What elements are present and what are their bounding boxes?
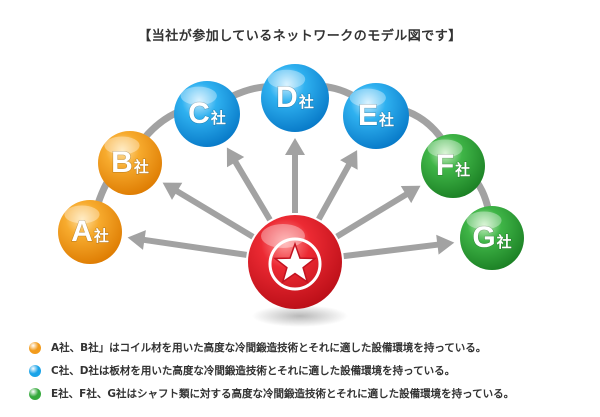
node-sphere	[98, 131, 162, 195]
node-g: G社	[460, 206, 524, 270]
node-c: C社	[174, 81, 240, 147]
arrow-to-f	[335, 185, 421, 240]
node-highlight	[104, 136, 140, 155]
node-highlight	[349, 88, 386, 108]
node-highlight	[427, 139, 463, 158]
arrow-to-e	[316, 150, 358, 221]
node-b: B社	[98, 131, 162, 195]
node-sphere	[343, 83, 409, 149]
node-label: E社	[358, 99, 394, 132]
legend-text: A社、B社」はコイル材を用いた高度な冷間鍛造技術とそれに適した設備環境を持ってい…	[51, 342, 487, 354]
node-label: F社	[436, 149, 470, 182]
node-d: D社	[261, 64, 329, 132]
legend-item-orange: A社、B社」はコイル材を用いた高度な冷間鍛造技術とそれに適した設備環境を持ってい…	[29, 340, 594, 355]
legend-item-green: E社、F社、G社はシャフト類に対する高度な冷間鍛造技術とそれに適した設備環境を持…	[29, 386, 594, 401]
arrow-to-a	[127, 230, 247, 258]
node-sphere	[460, 206, 524, 270]
node-sphere	[421, 134, 485, 198]
node-highlight	[64, 205, 100, 224]
node-label: C社	[188, 97, 226, 130]
node-e: E社	[343, 83, 409, 149]
diagram-title: 【当社が参加しているネットワークのモデル図です】	[138, 29, 462, 44]
center-highlight	[261, 224, 305, 248]
node-label: A社	[71, 215, 109, 248]
node-label: B社	[111, 146, 149, 179]
node-f: F社	[421, 134, 485, 198]
center-node	[248, 215, 342, 309]
node-highlight	[466, 211, 502, 230]
star-in-circle-icon	[268, 237, 322, 291]
legend-text: E社、F社、G社はシャフト類に対する高度な冷間鍛造技術とそれに適した設備環境を持…	[51, 388, 515, 400]
arrow-to-b	[162, 182, 255, 240]
node-highlight	[180, 86, 217, 106]
node-label: D社	[276, 81, 314, 114]
node-sphere	[58, 200, 122, 264]
node-highlight	[267, 69, 306, 89]
node-sphere	[261, 64, 329, 132]
legend-text: C社、D社は板材を用いた高度な冷間鍛造技術とそれに適した設備環境を持っている。	[51, 365, 456, 377]
arrow-to-g	[343, 234, 455, 260]
arrow-to-c	[226, 147, 273, 222]
blue-dot-icon	[29, 364, 41, 377]
network-diagram: A社 B社 C社 D社 E社 F社 G社	[58, 64, 524, 327]
node-sphere	[174, 81, 240, 147]
node-label: G社	[472, 221, 511, 254]
legend-item-blue: C社、D社は板材を用いた高度な冷間鍛造技術とそれに適した設備環境を持っている。	[29, 363, 594, 378]
node-a: A社	[58, 200, 122, 264]
green-dot-icon	[29, 387, 41, 400]
orange-dot-icon	[29, 341, 41, 354]
center-shadow	[252, 305, 348, 327]
arrow-to-d	[285, 138, 305, 213]
